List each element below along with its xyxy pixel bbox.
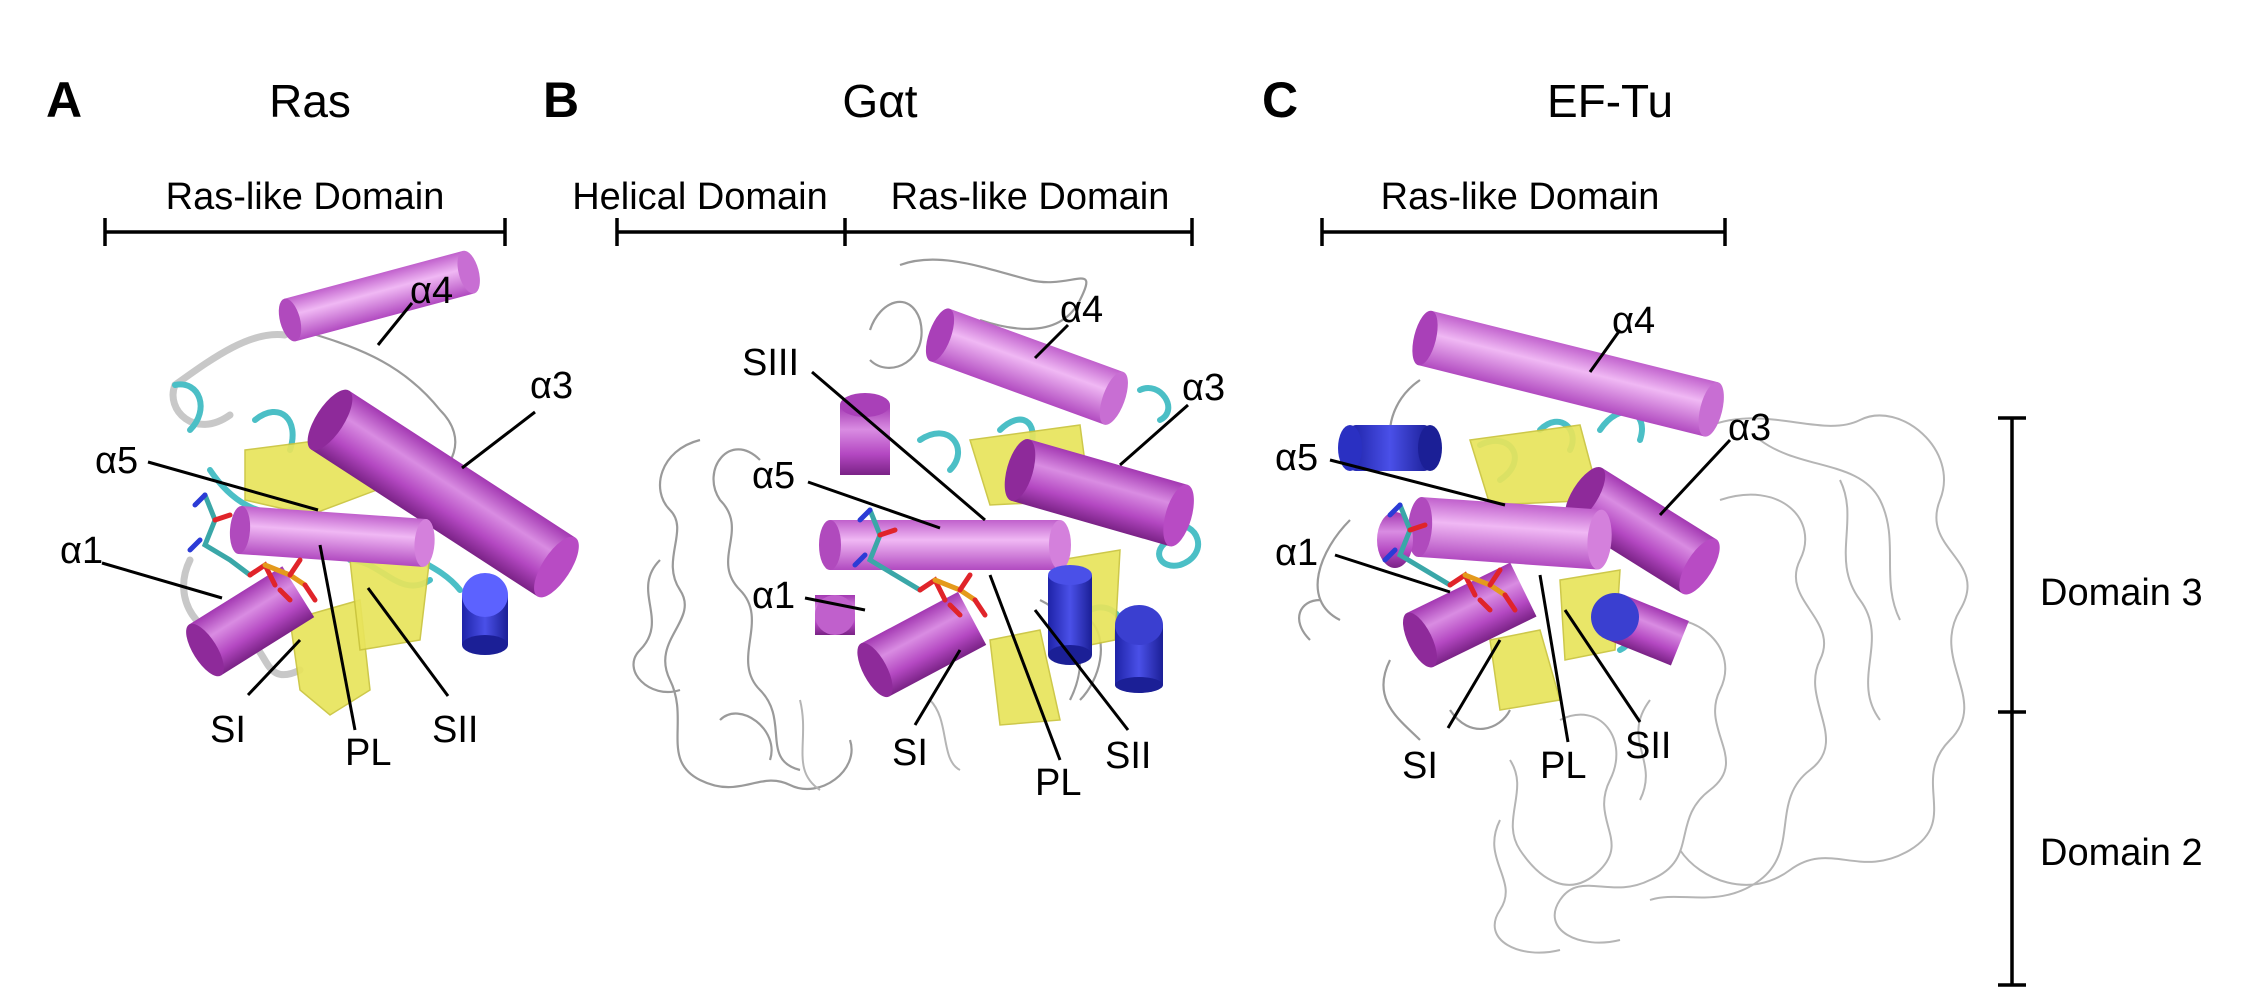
panel-a-leader-a5 bbox=[147, 460, 319, 512]
panel-c-ras-like-domain-label: Ras-like Domain bbox=[1381, 176, 1660, 218]
panel-a-leader-a3 bbox=[461, 410, 536, 470]
panel-b-helical-domain-label: Helical Domain bbox=[572, 176, 828, 218]
panel-c-label-sii: SII bbox=[1625, 725, 1671, 767]
panel-a-label-sii: SII bbox=[432, 709, 478, 751]
panel-b-leader-a4 bbox=[1033, 323, 1070, 360]
panel-a-leader-sii bbox=[366, 587, 450, 697]
panel-a-label-si: SI bbox=[210, 709, 246, 751]
panel-c-leader-si bbox=[1446, 639, 1502, 729]
panel-a-ras-structure bbox=[169, 250, 579, 716]
panel-b-letter: B bbox=[543, 72, 579, 128]
panel-b-leader-sii bbox=[1033, 609, 1130, 731]
panel-c-label-si: SI bbox=[1402, 745, 1438, 787]
domain-3-label: Domain 3 bbox=[2040, 572, 2203, 614]
panel-b-label-pl: PL bbox=[1035, 762, 1081, 804]
panel-c-leader-a1 bbox=[1334, 553, 1451, 594]
panel-b-gat-structure bbox=[632, 258, 1202, 791]
eftu-alpha1-helix bbox=[1402, 562, 1537, 668]
panel-c-title: EF-Tu bbox=[1547, 75, 1673, 127]
ras-alpha4-helix bbox=[278, 250, 480, 342]
gat-blue-helix-2 bbox=[1115, 605, 1163, 693]
ras-alpha3-helix bbox=[307, 389, 579, 598]
panel-c-letter: C bbox=[1262, 72, 1298, 128]
eftu-blue-helix-top bbox=[1338, 425, 1442, 471]
panel-c-label-alpha3: α3 bbox=[1728, 407, 1771, 449]
gat-alpha4-helix bbox=[925, 308, 1128, 425]
panel-b-title: Gαt bbox=[842, 75, 917, 127]
panel-c-leader-a4 bbox=[1588, 329, 1622, 373]
gat-blue-helix-1 bbox=[1048, 565, 1092, 665]
panel-a-ras-like-domain-label: Ras-like Domain bbox=[166, 176, 445, 218]
panel-b-label-siii: SIII bbox=[742, 342, 799, 384]
panel-b-leader-pl bbox=[988, 574, 1062, 761]
panel-c: C EF-Tu Ras-like Domain bbox=[1262, 72, 2203, 987]
ras-blue-helix bbox=[462, 573, 508, 655]
panel-b-leader-a5 bbox=[807, 480, 941, 530]
panel-b-label-sii: SII bbox=[1105, 735, 1151, 777]
panel-c-leader-a5 bbox=[1329, 458, 1506, 507]
panel-a-label-pl: PL bbox=[345, 732, 391, 774]
panel-a-leader-a4 bbox=[376, 302, 414, 346]
eftu-gtp-ligand bbox=[1382, 502, 1518, 613]
side-domain-bracket bbox=[1998, 416, 2026, 987]
panel-b-leader-siii bbox=[811, 370, 986, 522]
panel-c-ras-like-domain-bracket bbox=[1320, 218, 1727, 246]
eftu-blue-helix-bottom bbox=[1591, 593, 1689, 666]
panel-c-label-alpha5: α5 bbox=[1275, 437, 1318, 479]
panel-b: B Gαt Helical Domain Ras-like Domain bbox=[543, 72, 1225, 804]
panel-a-title: Ras bbox=[269, 75, 351, 127]
panel-c-leader-sii bbox=[1563, 609, 1642, 723]
panel-c-leader-a3 bbox=[1658, 438, 1732, 517]
gat-gtp-ligand bbox=[852, 507, 988, 618]
gat-alpha3-helix bbox=[1004, 439, 1194, 547]
panel-b-domain-bracket bbox=[615, 218, 1194, 246]
panel-c-label-alpha4: α4 bbox=[1612, 300, 1655, 342]
panel-a-leader-si bbox=[246, 638, 302, 697]
ras-alpha1-helix bbox=[186, 566, 315, 677]
panel-b-leader-a1 bbox=[804, 596, 866, 612]
panel-b-label-alpha1: α1 bbox=[752, 575, 795, 617]
panel-a-label-alpha1: α1 bbox=[60, 530, 103, 572]
eftu-alpha4-helix bbox=[1412, 310, 1724, 437]
panel-c-label-pl: PL bbox=[1540, 745, 1586, 787]
panel-b-label-alpha5: α5 bbox=[752, 455, 795, 497]
panel-b-label-si: SI bbox=[892, 732, 928, 774]
panel-a-ras-like-domain-bracket bbox=[103, 218, 507, 246]
panel-a-label-alpha5: α5 bbox=[95, 440, 138, 482]
panel-b-leader-a3 bbox=[1119, 403, 1189, 467]
gat-alpha1-helix bbox=[857, 591, 987, 698]
ras-alpha5-helix bbox=[229, 506, 435, 567]
panel-a-label-alpha4: α4 bbox=[410, 270, 453, 312]
domain-2-label: Domain 2 bbox=[2040, 832, 2203, 874]
panel-a-letter: A bbox=[46, 72, 82, 128]
eftu-small-helix bbox=[1377, 512, 1413, 568]
panel-a-leader-pl bbox=[318, 544, 357, 731]
ras-gtp-ligand bbox=[187, 492, 318, 603]
panel-b-ras-like-domain-label: Ras-like Domain bbox=[891, 176, 1170, 218]
panel-a-leader-a1 bbox=[101, 561, 223, 600]
panel-a-label-alpha3: α3 bbox=[530, 365, 573, 407]
panel-b-label-alpha3: α3 bbox=[1182, 367, 1225, 409]
panel-c-label-alpha1: α1 bbox=[1275, 532, 1318, 574]
panel-c-leader-pl bbox=[1538, 574, 1570, 743]
panel-b-leader-si bbox=[913, 649, 962, 726]
panel-b-label-alpha4: α4 bbox=[1060, 289, 1103, 331]
panel-c-eftu-structure bbox=[1298, 310, 1969, 954]
panel-a: A Ras Ras-like Domain bbox=[46, 72, 579, 774]
